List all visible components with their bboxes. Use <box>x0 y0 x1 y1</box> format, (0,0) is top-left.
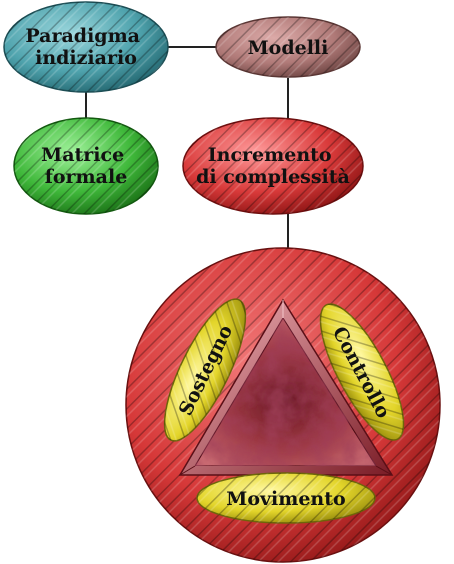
node-incremento-complessita[interactable]: Incremento di complessità <box>182 117 364 215</box>
node-matrice-line-2: formale <box>45 166 128 188</box>
triangle-bevel-edge-3 <box>179 465 196 476</box>
node-paradigma-indiziario[interactable]: Paradigma indiziario <box>3 1 169 93</box>
node-paradigma-line-1: Paradigma <box>25 25 140 47</box>
node-movimento-label: Movimento <box>226 488 345 510</box>
triangle-marble[interactable] <box>194 317 377 467</box>
node-modelli[interactable]: Modelli <box>215 16 361 78</box>
node-incremento-label: Incremento di complessità <box>196 144 350 188</box>
triangle-bevel-edge-2 <box>375 465 393 476</box>
node-paradigma-label: Paradigma indiziario <box>25 25 146 69</box>
node-matrice-formale[interactable]: Matrice formale <box>13 117 159 215</box>
connectors <box>85 46 289 248</box>
node-circle-group: Sostegno Controllo Movimento <box>125 247 441 563</box>
node-paradigma-line-2: indiziario <box>35 47 137 69</box>
node-movimento[interactable]: Movimento <box>196 472 376 524</box>
node-incremento-line-1: Incremento <box>208 144 332 166</box>
node-incremento-line-2: di complessità <box>196 166 350 188</box>
node-modelli-label: Modelli <box>248 37 329 59</box>
node-matrice-line-1: Matrice <box>41 144 124 166</box>
node-matrice-label: Matrice formale <box>41 144 131 188</box>
